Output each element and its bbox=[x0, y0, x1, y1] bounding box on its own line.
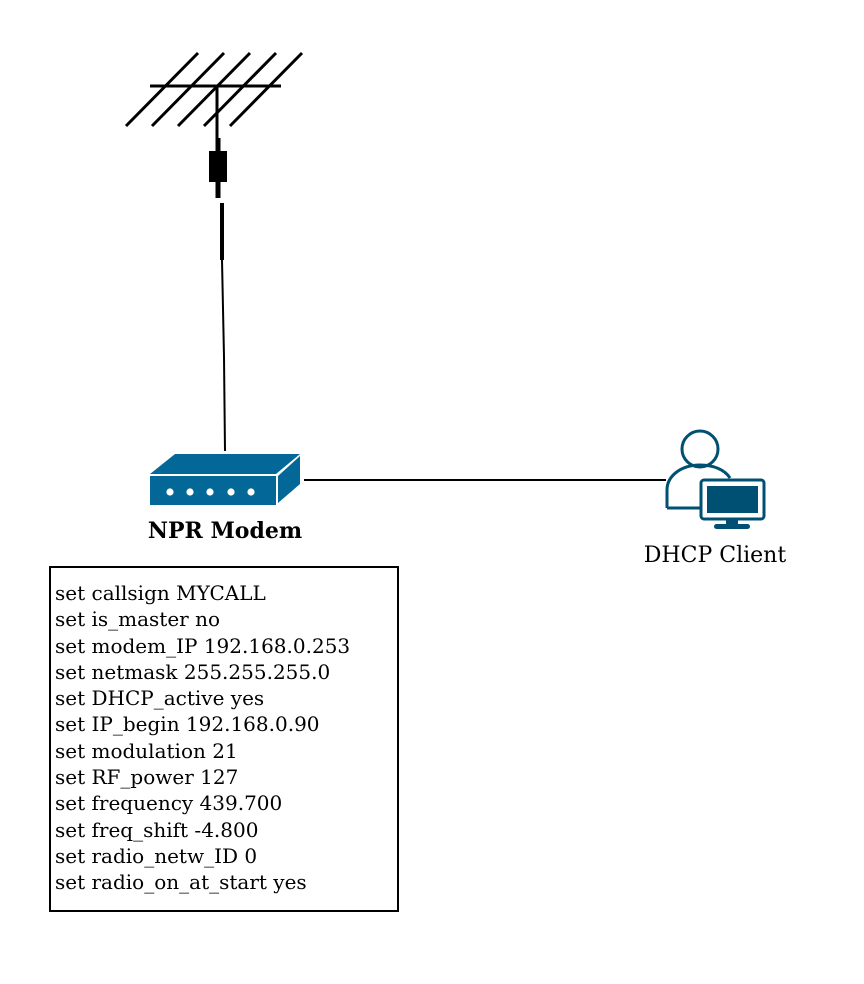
config-line-freq-shift: set freq_shift -4.800 bbox=[55, 817, 259, 842]
monitor-stand bbox=[714, 524, 750, 529]
config-line-netmask: set netmask 255.255.255.0 bbox=[55, 659, 331, 684]
config-line-is-master: set is_master no bbox=[55, 607, 221, 632]
modem-label: NPR Modem bbox=[147, 518, 303, 544]
antenna-element-1 bbox=[124, 51, 200, 128]
user-body bbox=[665, 463, 732, 508]
monitor-screen bbox=[707, 486, 758, 513]
config-line-frequency: set frequency 439.700 bbox=[55, 791, 283, 816]
modem-led-5 bbox=[247, 488, 255, 496]
config-line-dhcp-active: set DHCP_active yes bbox=[55, 686, 265, 711]
config-line-callsign: set callsign MYCALL bbox=[55, 581, 266, 605]
user-head bbox=[680, 429, 720, 469]
config-line-radio-netw-id: set radio_netw_ID 0 bbox=[55, 843, 258, 868]
config-line-modem-ip: set modem_IP 192.168.0.253 bbox=[55, 633, 351, 658]
config-line-rf-power: set RF_power 127 bbox=[55, 765, 239, 790]
yagi-antenna-icon bbox=[124, 51, 304, 260]
antenna-element-3 bbox=[176, 51, 252, 128]
modem-led-3 bbox=[206, 488, 214, 496]
user-computer-icon[interactable] bbox=[665, 429, 766, 529]
modem-icon[interactable] bbox=[150, 454, 300, 505]
antenna-element-2 bbox=[150, 51, 226, 128]
antenna-element-5 bbox=[228, 51, 304, 128]
config-line-ip-begin: set IP_begin 192.168.0.90 bbox=[55, 712, 320, 737]
modem-led-2 bbox=[186, 488, 194, 496]
config-line-radio-on-at-start: set radio_on_at_start yes bbox=[55, 870, 307, 895]
antenna-cable bbox=[221, 259, 226, 452]
monitor-neck bbox=[726, 519, 738, 525]
config-box: set callsign MYCALL set is_master no set… bbox=[49, 566, 399, 912]
client-label: DHCP Client bbox=[643, 543, 787, 568]
modem-led-4 bbox=[227, 488, 235, 496]
modem-led-1 bbox=[166, 488, 174, 496]
config-line-modulation: set modulation 21 bbox=[55, 738, 238, 763]
